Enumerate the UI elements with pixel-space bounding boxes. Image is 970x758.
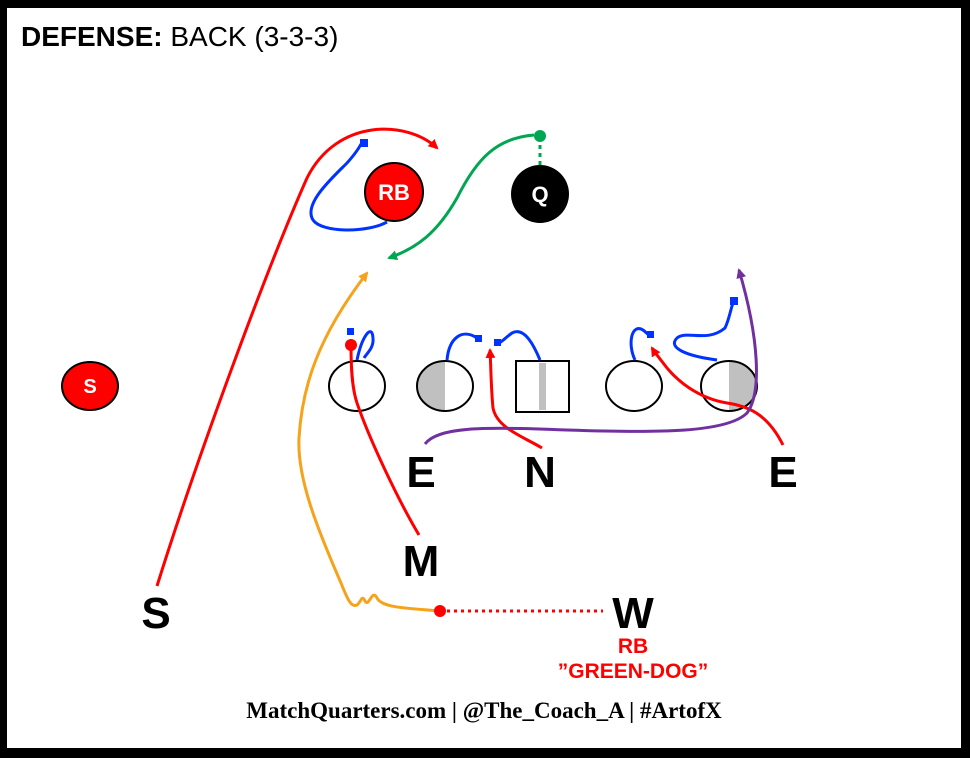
block-marker-rt xyxy=(730,297,738,305)
page-title: DEFENSE: BACK (3-3-3) xyxy=(21,21,338,53)
nose-slant-path xyxy=(485,348,543,450)
play-field: RB Q S E N E M W S RB ”GREEN-DOG” xyxy=(61,127,798,683)
qb-scramble-path xyxy=(387,133,535,261)
callout-line-2: ”GREEN-DOG” xyxy=(558,660,709,683)
right-guard xyxy=(605,360,663,412)
play-diagram-board: DEFENSE: BACK (3-3-3) xyxy=(7,8,961,748)
right-tackle xyxy=(700,360,758,412)
wide-s-player: S xyxy=(61,361,119,411)
defender-safety: S xyxy=(141,589,170,638)
defender-mike: M xyxy=(403,537,440,586)
center xyxy=(515,360,570,413)
qb-path-origin xyxy=(534,130,546,142)
defender-will: W xyxy=(612,589,654,638)
defender-left-end: E xyxy=(406,448,435,497)
qb-player: Q xyxy=(511,165,569,223)
green-dog-path xyxy=(297,271,440,613)
offensive-line xyxy=(328,360,758,413)
mike-blitz-path xyxy=(349,345,421,536)
defender-nose: N xyxy=(524,448,556,497)
callout-line-1: RB xyxy=(618,635,648,658)
rb-block-path xyxy=(309,143,388,232)
rb-label: RB xyxy=(378,180,410,205)
left-tackle xyxy=(328,360,386,412)
title-defense-label: DEFENSE: xyxy=(21,21,163,52)
title-front-name: BACK (3-3-3) xyxy=(170,21,339,52)
qb-label: Q xyxy=(531,182,548,207)
end-loop-path xyxy=(423,268,758,445)
mike-blitz-endpoint xyxy=(345,339,357,351)
block-path-lt xyxy=(355,330,375,361)
block-marker-lt xyxy=(347,328,354,335)
rb-player: RB xyxy=(364,162,424,222)
block-path-rt xyxy=(673,302,735,362)
defender-right-end: E xyxy=(768,448,797,497)
wide-s-label: S xyxy=(83,376,96,398)
rb-block-marker xyxy=(360,139,368,147)
block-path-c xyxy=(498,330,542,361)
left-guard xyxy=(416,360,474,412)
block-marker-rg xyxy=(647,331,654,338)
rb-green-dog-start xyxy=(434,605,446,617)
block-marker-lg xyxy=(475,335,482,342)
block-marker-c xyxy=(494,339,501,346)
footer-credits: MatchQuarters.com | @The_Coach_A | #Arto… xyxy=(246,698,722,723)
blocking-paths xyxy=(309,139,738,362)
block-path-lg xyxy=(445,332,478,361)
safety-blitz-path xyxy=(155,127,439,587)
right-end-slant-path xyxy=(650,346,785,446)
